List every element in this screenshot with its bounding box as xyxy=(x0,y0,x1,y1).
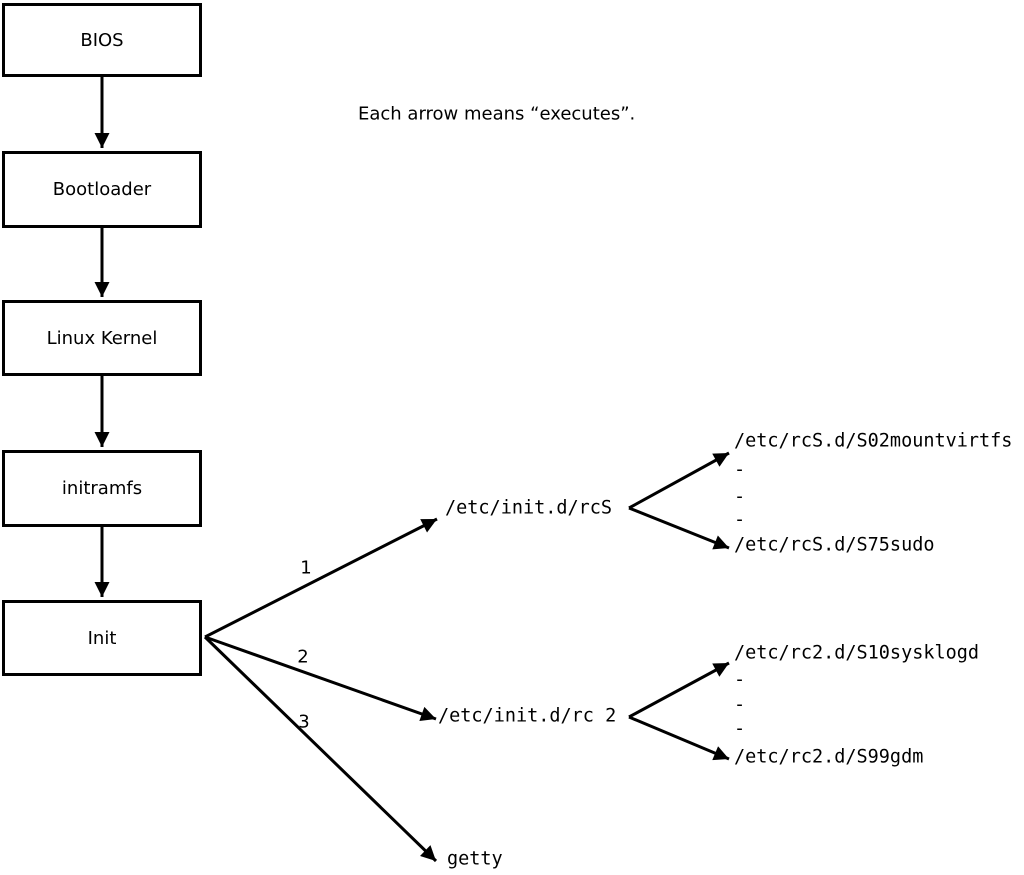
node-rc2-script-last: /etc/rc2.d/S99gdm xyxy=(734,746,924,768)
arrow-rc2-to-s10sysklogd xyxy=(628,661,730,719)
rcS-ellipsis-dash: - xyxy=(734,509,746,531)
rc2-ellipsis-dash: - xyxy=(734,694,746,716)
node-bootloader-label: Bootloader xyxy=(52,179,152,200)
node-init-label: Init xyxy=(87,627,117,649)
node-rc2-script-first: /etc/rc2.d/S10sysklogd xyxy=(734,642,980,664)
node-etc-init-d-rcS: /etc/init.d/rcS xyxy=(445,497,613,519)
node-rcS-script-last: /etc/rcS.d/S75sudo xyxy=(734,534,935,556)
arrow-init-to-rcS xyxy=(204,517,438,639)
node-linux-kernel: Linux Kernel xyxy=(2,300,202,376)
rc2-ellipsis-dash: - xyxy=(734,718,746,740)
arrow-rc2-to-s99gdm xyxy=(628,715,730,761)
rc2-ellipsis-dash: - xyxy=(734,669,746,691)
arrow-rcS-to-s02mountvirtfs xyxy=(628,451,730,510)
node-linux-kernel-label: Linux Kernel xyxy=(46,327,158,349)
node-init: Init xyxy=(2,600,202,676)
arrow-rcS-to-s75sudo xyxy=(628,506,730,550)
node-bootloader: Bootloader xyxy=(2,151,202,228)
node-etc-init-d-rc2: /etc/init.d/rc 2 xyxy=(438,705,617,727)
edge-label-2: 2 xyxy=(297,646,309,668)
node-bios: BIOS xyxy=(2,3,202,77)
arrow-init-to-getty xyxy=(203,635,438,863)
edge-label-3: 3 xyxy=(298,711,310,733)
arrow-init-to-rc2 xyxy=(204,635,437,722)
node-getty: getty xyxy=(447,848,503,870)
node-rcS-script-first: /etc/rcS.d/S02mountvirtfs xyxy=(734,430,1013,452)
rcS-ellipsis-dash: - xyxy=(734,459,746,481)
node-bios-label: BIOS xyxy=(80,29,124,51)
diagram-caption: Each arrow means “executes”. xyxy=(358,103,636,125)
rcS-ellipsis-dash: - xyxy=(734,486,746,508)
node-initramfs: initramfs xyxy=(2,450,202,527)
node-initramfs-label: initramfs xyxy=(61,478,143,499)
edge-label-1: 1 xyxy=(300,557,312,579)
